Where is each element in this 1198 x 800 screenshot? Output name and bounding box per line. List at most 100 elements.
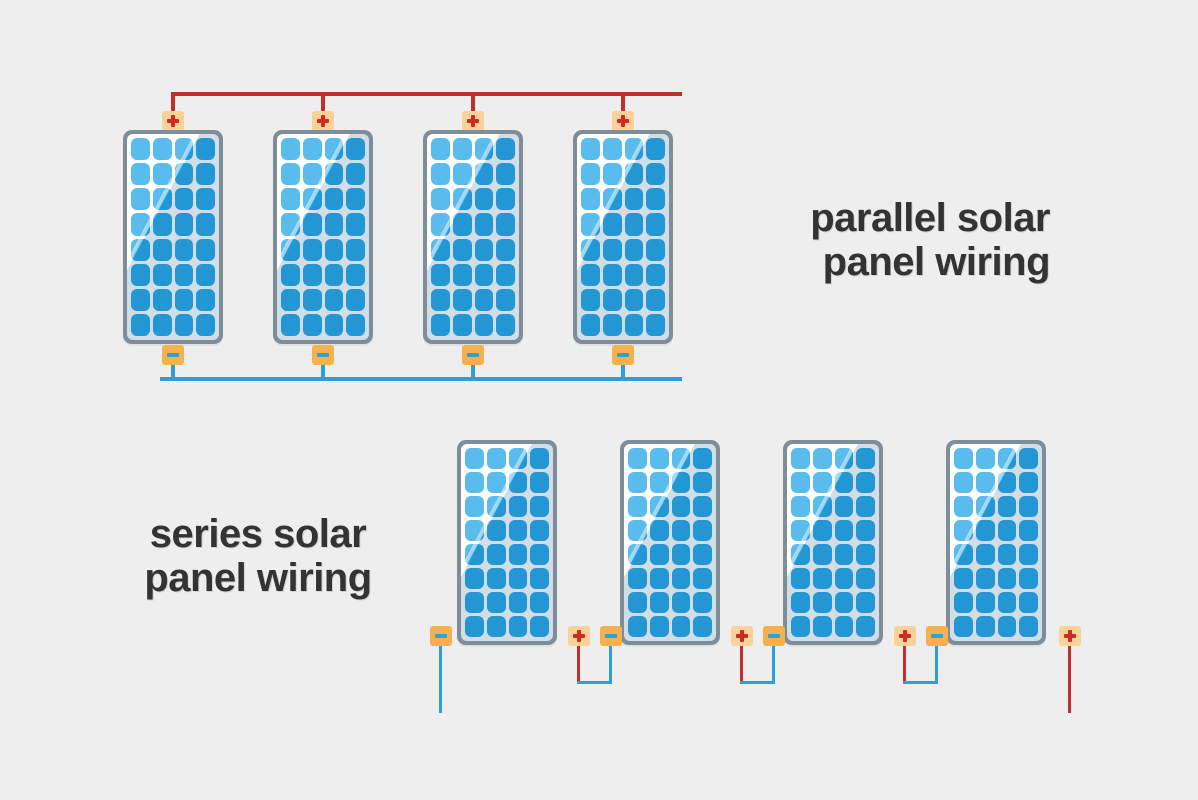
solar-cell (624, 213, 644, 236)
solar-cell (581, 313, 600, 336)
solar-cell (486, 448, 506, 469)
negative-terminal-2[interactable] (312, 345, 334, 365)
solar-cell (628, 496, 647, 517)
solar-cell (628, 616, 647, 637)
minus-icon (467, 353, 479, 357)
solar-panel-parallel-2[interactable] (273, 130, 373, 344)
solar-cell (174, 313, 194, 336)
solar-cell (431, 213, 450, 236)
solar-cell (530, 520, 549, 541)
solar-cell (452, 188, 472, 211)
series-link-1-negative-wire (609, 646, 612, 683)
cell-grid (465, 448, 549, 637)
plus-icon-v (903, 630, 907, 642)
solar-cell (649, 448, 669, 469)
solar-cell (602, 263, 622, 286)
solar-cell (856, 592, 875, 613)
cell-grid (628, 448, 712, 637)
series-negative-terminal-2[interactable] (600, 626, 622, 646)
solar-cell (152, 263, 172, 286)
solar-cell (954, 544, 973, 565)
positive-terminal-3[interactable] (462, 111, 484, 131)
solar-panel-parallel-1[interactable] (123, 130, 223, 344)
solar-cell (174, 188, 194, 211)
series-positive-terminal-1[interactable] (568, 626, 590, 646)
solar-cell (975, 568, 995, 589)
solar-cell (693, 544, 712, 565)
solar-cell (346, 263, 365, 286)
series-negative-terminal-4[interactable] (926, 626, 948, 646)
solar-cell (975, 592, 995, 613)
solar-cell (324, 238, 344, 261)
solar-cell (856, 616, 875, 637)
solar-panel-parallel-3[interactable] (423, 130, 523, 344)
solar-cell (131, 313, 150, 336)
cell-grid (791, 448, 875, 637)
solar-panel-parallel-4[interactable] (573, 130, 673, 344)
solar-cell (431, 263, 450, 286)
solar-cell (452, 238, 472, 261)
solar-cell (671, 472, 691, 493)
solar-cell (452, 163, 472, 186)
solar-cell (530, 448, 549, 469)
solar-cell (324, 288, 344, 311)
solar-cell (997, 448, 1017, 469)
solar-cell (649, 592, 669, 613)
positive-drop-wire-3 (471, 92, 475, 112)
positive-drop-wire-2 (321, 92, 325, 112)
solar-cell (152, 188, 172, 211)
solar-cell (646, 238, 665, 261)
solar-cell (791, 472, 810, 493)
negative-terminal-1[interactable] (162, 345, 184, 365)
solar-cell (302, 313, 322, 336)
solar-cell (281, 188, 300, 211)
solar-cell (649, 472, 669, 493)
series-positive-terminal-2[interactable] (731, 626, 753, 646)
solar-cell (602, 163, 622, 186)
solar-cell (486, 520, 506, 541)
positive-terminal-4[interactable] (612, 111, 634, 131)
solar-cell (954, 592, 973, 613)
solar-cell (624, 163, 644, 186)
solar-panel-series-2[interactable] (620, 440, 720, 645)
solar-cell (465, 520, 484, 541)
solar-cell (602, 138, 622, 161)
solar-cell (152, 213, 172, 236)
positive-terminal-2[interactable] (312, 111, 334, 131)
solar-cell (346, 213, 365, 236)
series-negative-terminal-1[interactable] (430, 626, 452, 646)
positive-terminal-1[interactable] (162, 111, 184, 131)
series-negative-terminal-3[interactable] (763, 626, 785, 646)
solar-cell (954, 568, 973, 589)
solar-panel-series-1[interactable] (457, 440, 557, 645)
solar-cell (302, 188, 322, 211)
solar-cell (997, 520, 1017, 541)
solar-cell (834, 616, 854, 637)
solar-cell (174, 163, 194, 186)
negative-terminal-3[interactable] (462, 345, 484, 365)
solar-cell (671, 592, 691, 613)
series-positive-terminal-3[interactable] (894, 626, 916, 646)
series-link-2-jumper (740, 681, 775, 684)
solar-cell (152, 163, 172, 186)
solar-cell (954, 496, 973, 517)
solar-cell (346, 138, 365, 161)
solar-cell (346, 188, 365, 211)
solar-cell (834, 448, 854, 469)
solar-cell (530, 568, 549, 589)
panel-face (624, 444, 716, 641)
solar-cell (324, 263, 344, 286)
solar-cell (646, 213, 665, 236)
solar-panel-series-4[interactable] (946, 440, 1046, 645)
solar-cell (812, 544, 832, 565)
series-positive-terminal-4[interactable] (1059, 626, 1081, 646)
solar-cell (693, 568, 712, 589)
solar-panel-series-3[interactable] (783, 440, 883, 645)
solar-cell (997, 544, 1017, 565)
negative-terminal-4[interactable] (612, 345, 634, 365)
solar-cell (196, 238, 215, 261)
solar-cell (856, 472, 875, 493)
solar-cell (975, 520, 995, 541)
cell-grid (431, 138, 515, 336)
